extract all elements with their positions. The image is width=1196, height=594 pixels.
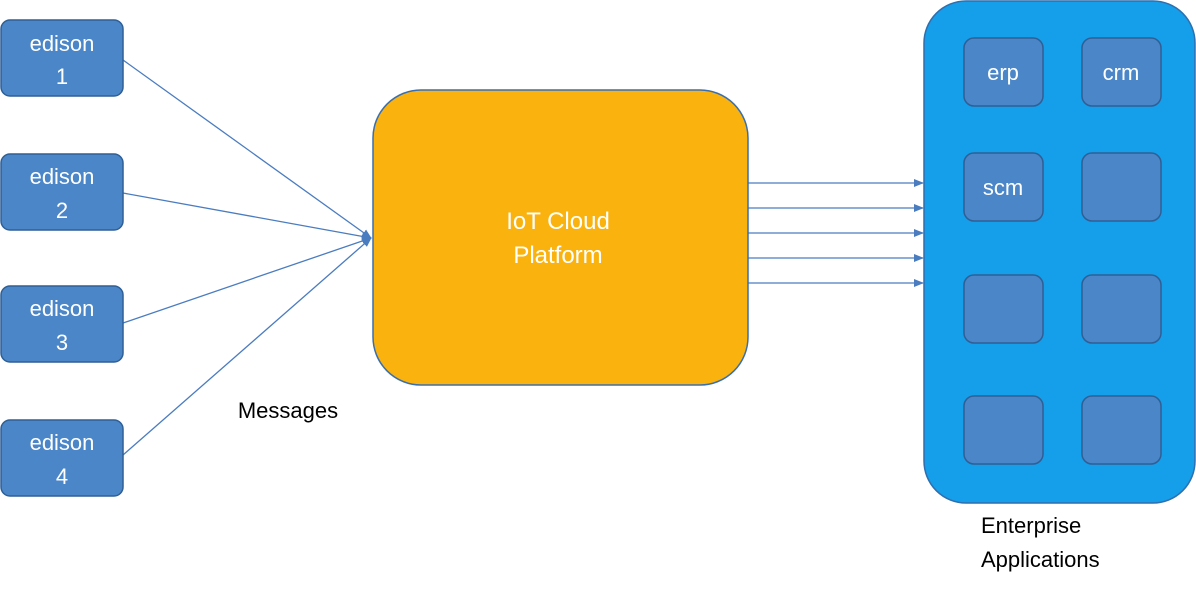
app-tile-scm: scm bbox=[963, 152, 1044, 222]
platform-title-line1: IoT Cloud bbox=[506, 208, 610, 235]
device-node-1: edison 1 bbox=[0, 19, 124, 97]
app-tile-erp: erp bbox=[963, 37, 1044, 107]
app-tile-empty bbox=[1081, 152, 1162, 222]
arrow-device-1 bbox=[122, 59, 372, 239]
messages-label: Messages bbox=[238, 398, 338, 423]
app-tile-empty bbox=[963, 395, 1044, 465]
iot-cloud-platform-node: IoT Cloud Platform bbox=[372, 89, 749, 386]
device-node-4: edison 4 bbox=[0, 419, 124, 497]
arrow-device-4 bbox=[122, 237, 372, 456]
device-name: edison bbox=[30, 296, 95, 321]
platform-to-enterprise-arrows bbox=[748, 179, 924, 287]
enterprise-label-line1: Enterprise bbox=[981, 513, 1081, 538]
app-tile-empty bbox=[963, 274, 1044, 344]
device-to-platform-arrows bbox=[122, 59, 372, 456]
app-label: erp bbox=[987, 60, 1019, 85]
app-label: scm bbox=[983, 175, 1023, 200]
device-name: edison bbox=[30, 430, 95, 455]
device-node-3: edison 3 bbox=[0, 285, 124, 363]
device-name: edison bbox=[30, 164, 95, 189]
device-node-2: edison 2 bbox=[0, 153, 124, 231]
app-tile-empty bbox=[1081, 395, 1162, 465]
app-tile-crm: crm bbox=[1081, 37, 1162, 107]
app-tile-empty bbox=[1081, 274, 1162, 344]
device-number: 4 bbox=[56, 464, 68, 489]
device-name: edison bbox=[30, 31, 95, 56]
arrow-device-2 bbox=[122, 192, 372, 241]
device-number: 3 bbox=[56, 330, 68, 355]
arrow-device-3 bbox=[122, 237, 372, 324]
device-number: 1 bbox=[56, 64, 68, 89]
platform-title-line2: Platform bbox=[513, 242, 602, 269]
device-number: 2 bbox=[56, 198, 68, 223]
app-label: crm bbox=[1103, 60, 1140, 85]
enterprise-label-line2: Applications bbox=[981, 547, 1100, 572]
enterprise-applications-container: erp crm scm bbox=[923, 0, 1196, 504]
